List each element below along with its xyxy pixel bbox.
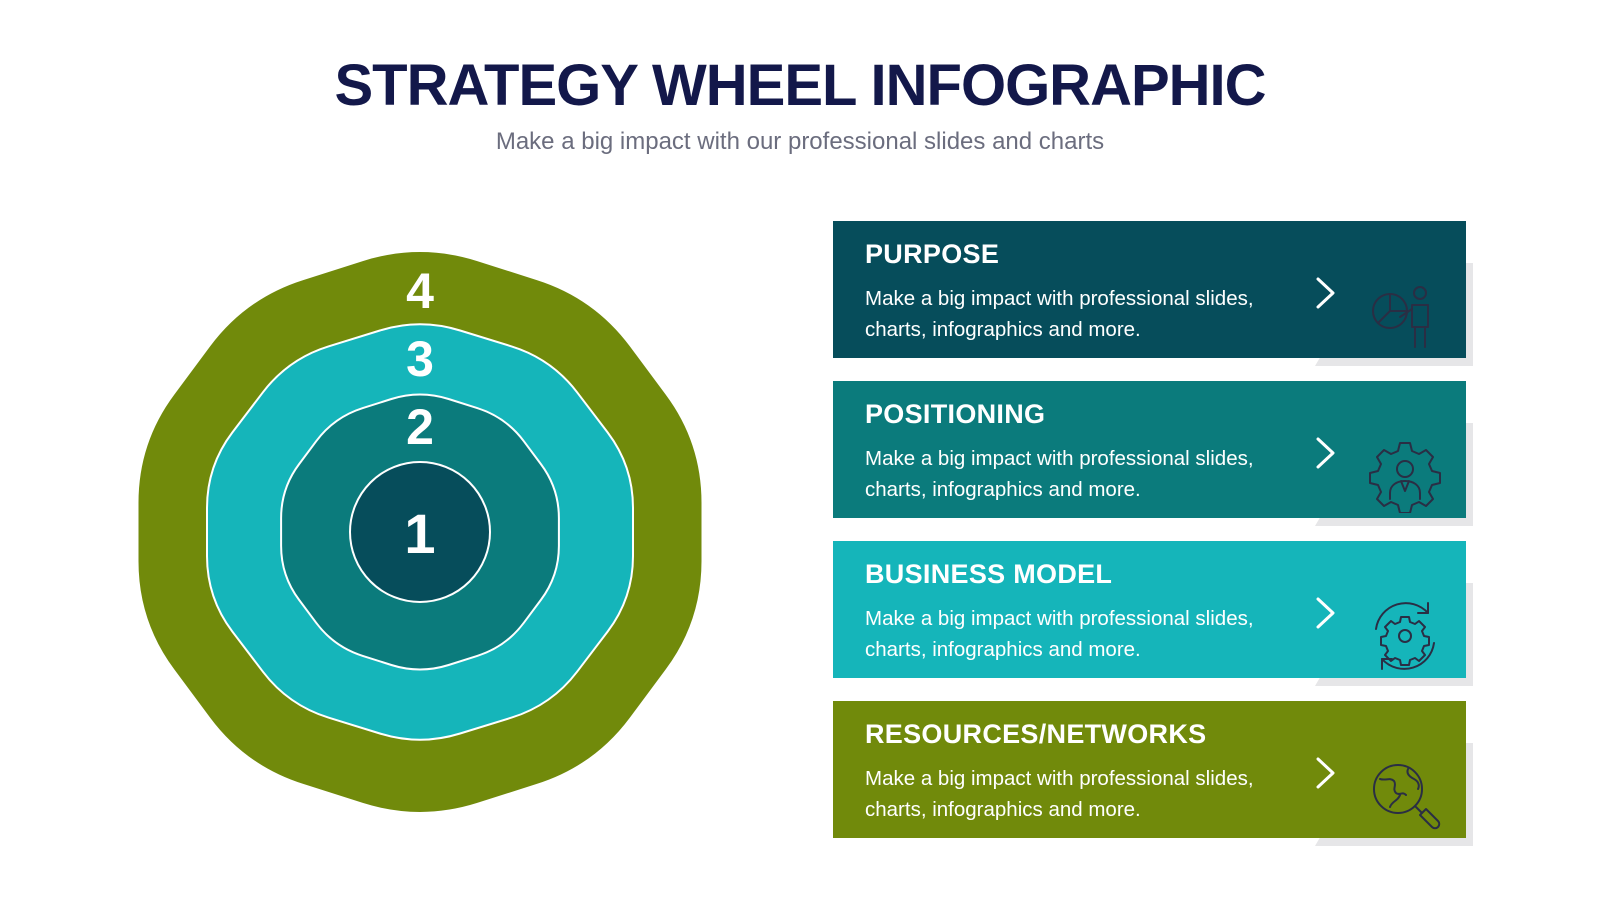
presentation-pie-chart-icon [1372, 286, 1429, 348]
strategy-wheel: 4 3 2 1 [130, 250, 710, 815]
card-heading: RESOURCES/NETWORKS [865, 719, 1207, 749]
card-heading: POSITIONING [865, 399, 1046, 429]
card-business-model: BUSINESS MODEL Make a big impact with pr… [833, 541, 1473, 691]
card-band [833, 381, 1466, 518]
card-text: Make a big impact with professional slid… [865, 767, 1254, 821]
chevron-right-icon [1316, 757, 1335, 789]
card-positioning: POSITIONING Make a big impact with profe… [833, 381, 1473, 531]
chevron-right-icon [1316, 597, 1335, 629]
card-text: Make a big impact with professional slid… [865, 447, 1254, 501]
page-title: STRATEGY WHEEL INFOGRAPHIC [334, 53, 1266, 118]
card-text: Make a big impact with professional slid… [865, 287, 1254, 341]
card-resources-networks: RESOURCES/NETWORKS Make a big impact wit… [833, 701, 1473, 851]
card-heading: BUSINESS MODEL [865, 559, 1113, 589]
globe-magnifier-icon [1373, 764, 1441, 830]
card-heading: PURPOSE [865, 239, 1000, 269]
wheel-number-4: 4 [406, 263, 434, 319]
wheel-number-1: 1 [404, 502, 435, 565]
wheel-ring-1 [349, 461, 491, 603]
chevron-right-icon [1316, 437, 1335, 469]
gear-cycle-icon [1375, 602, 1435, 670]
card-purpose: PURPOSE Make a big impact with professio… [833, 221, 1473, 371]
card-text: Make a big impact with professional slid… [865, 607, 1254, 661]
wheel-number-2: 2 [406, 399, 434, 455]
card-band [833, 541, 1466, 678]
wheel-number-3: 3 [406, 331, 434, 387]
card-band [833, 221, 1466, 358]
page-subtitle: Make a big impact with our professional … [495, 128, 1105, 155]
card-band [833, 701, 1466, 838]
chevron-right-icon [1316, 277, 1335, 309]
gear-person-icon [1369, 442, 1441, 513]
